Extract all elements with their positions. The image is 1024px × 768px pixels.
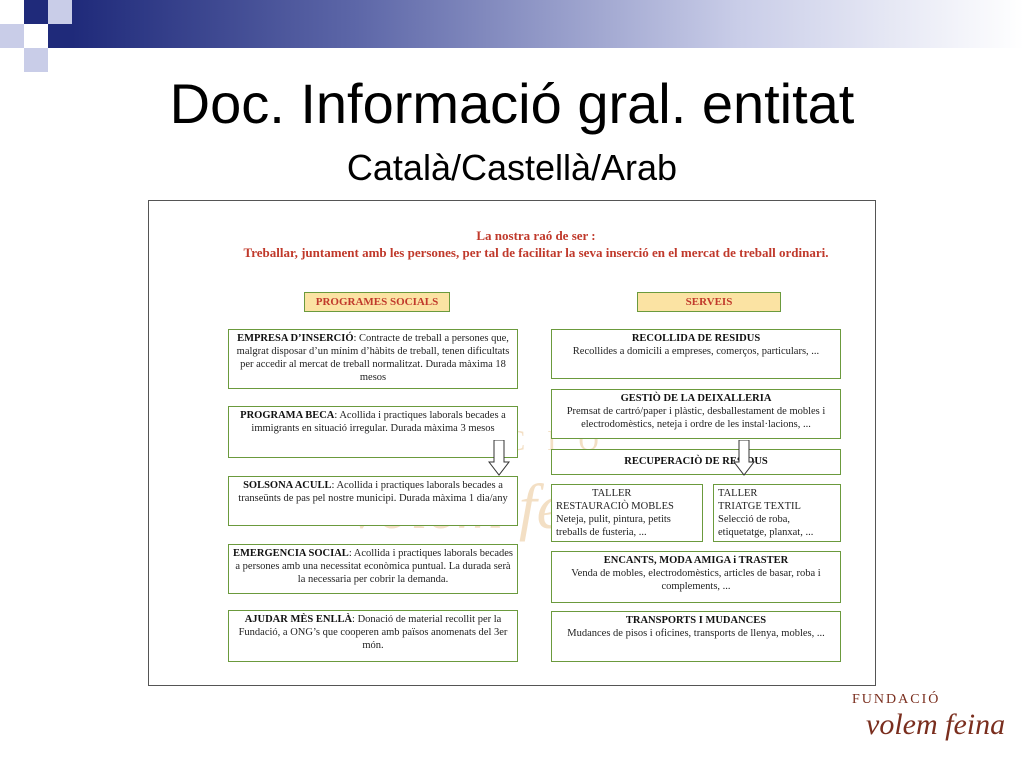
servei-title: RECUPERACIÒ DE RESIDUS [624, 456, 768, 467]
programa-text: : Acollida i practiques laborals becades… [238, 480, 508, 504]
servei-text: Venda de mobles, electrodomèstics, artic… [571, 568, 821, 592]
servei-title: TRANSPORTS I MUDANCES [625, 615, 767, 626]
programa-title: PROGRAMA BECA [240, 410, 335, 421]
programa-text: : Contracte de treball a persones que, m… [236, 333, 510, 383]
programa-ajudar-mes-enlla: AJUDAR MÈS ENLLÀ: Donació de material re… [228, 610, 518, 662]
programa-empresa-insercio: EMPRESA D’INSERCIÓ: Contracte de treball… [228, 329, 518, 389]
deco-square-navy-1 [24, 0, 48, 24]
deco-square-light-2 [0, 24, 24, 48]
programa-text: : Acollida i practiques laborals becades… [251, 410, 506, 434]
taller-text: Neteja, pulit, pintura, petits treballs … [556, 514, 671, 538]
deco-gradient-bar [72, 0, 1024, 48]
slide-title: Doc. Informació gral. entitat [169, 72, 855, 135]
servei-recuperacio-residus: RECUPERACIÒ DE RESIDUS [551, 449, 841, 475]
programa-beca: PROGRAMA BECA: Acollida i practiques lab… [228, 406, 518, 458]
servei-text: Premsat de cartró/paper i plàstic, desba… [566, 406, 826, 430]
doc-header-line1: La nostra raó de ser : [476, 228, 596, 243]
taller-line1: TALLER [718, 488, 758, 499]
taller-text: Selecció de roba, etiquetatge, planxat, … [718, 514, 814, 538]
servei-title: RECOLLIDA DE RESIDUS [631, 333, 761, 344]
taller-line2: TRIATGE TEXTIL [718, 501, 801, 512]
programa-title: SOLSONA ACULL [243, 480, 332, 491]
deco-square-light-3 [24, 48, 48, 72]
programa-emergencia-social: EMERGENCIA SOCIAL: Acollida i practiques… [228, 544, 518, 594]
programa-title: EMERGENCIA SOCIAL [233, 548, 349, 559]
programa-text: : Donació de material recollit per la Fu… [238, 614, 508, 651]
taller-restauracio-mobles: TALLER RESTAURACIÒ MOBLES Neteja, pulit,… [551, 484, 703, 542]
servei-gestio-deixalleria: GESTIÒ DE LA DEIXALLERIA Premsat de cartr… [551, 389, 841, 439]
servei-encants-moda-amiga: ENCANTS, MODA AMIGA i TRASTER Venda de mo… [551, 551, 841, 603]
taller-line2: RESTAURACIÒ MOBLES [556, 501, 674, 512]
slide-subtitle: Català/Castellà/Arab [346, 147, 678, 188]
down-arrow-icon [733, 440, 755, 476]
servei-text: Recollides a domicili a empreses, comerç… [572, 346, 820, 357]
serveis-tag: SERVEIS [637, 292, 781, 312]
taller-line1: TALLER [592, 488, 632, 499]
programa-title: AJUDAR MÈS ENLLÀ [244, 614, 353, 625]
programes-socials-tag: PROGRAMES SOCIALS [304, 292, 450, 312]
servei-title: GESTIÒ DE LA DEIXALLERIA [620, 393, 772, 404]
servei-recollida-residus: RECOLLIDA DE RESIDUS Recollides a domicil… [551, 329, 841, 379]
servei-transports-mudances: TRANSPORTS I MUDANCES Mudances de pisos i… [551, 611, 841, 662]
deco-square-navy-2 [48, 24, 72, 48]
programa-solsona-acull: SOLSONA ACULL: Acollida i practiques lab… [228, 476, 518, 526]
servei-title: ENCANTS, MODA AMIGA i TRASTER [603, 555, 789, 566]
down-arrow-icon [488, 440, 510, 476]
taller-triatge-textil: TALLER TRIATGE TEXTIL Selecció de roba, … [713, 484, 841, 542]
doc-header-line2: Treballar, juntament amb les persones, p… [243, 245, 829, 260]
deco-square-light-1 [48, 0, 72, 24]
programa-title: EMPRESA D’INSERCIÓ [237, 333, 354, 344]
logo-fundacio: FUNDACIÓ [852, 692, 941, 707]
programa-text: : Acollida i practiques laborals becades… [235, 548, 513, 585]
servei-text: Mudances de pisos i oficines, transports… [567, 628, 825, 639]
logo-volem-feina: volem feina [866, 708, 1006, 741]
